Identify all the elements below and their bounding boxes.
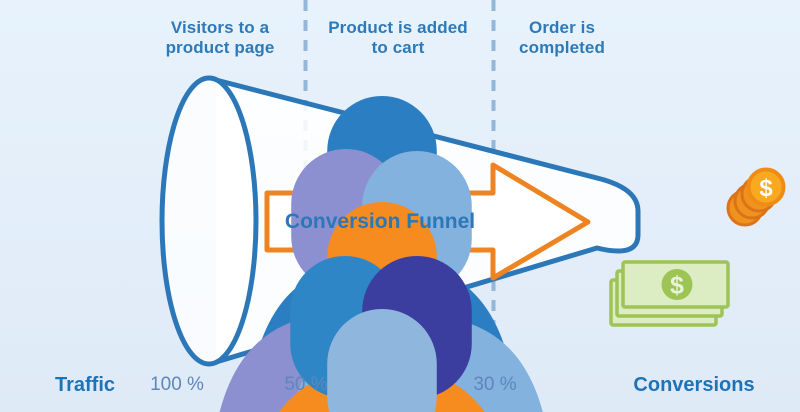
conversions-group: $ $: [609, 167, 786, 327]
arrow-label-box: Conversion Funnel: [267, 193, 493, 250]
stage-label-visitors: Visitors to a product page: [165, 18, 275, 57]
money-bills-icon: $: [609, 260, 730, 327]
coins-icon: $: [726, 167, 786, 227]
conversions-label: Conversions: [633, 374, 755, 396]
stage-label-order: Order is completed: [519, 18, 605, 57]
percent-label-30: 30 %: [473, 374, 517, 395]
funnel-mouth: [159, 75, 259, 367]
percent-label-50: 50 %: [284, 374, 328, 395]
bill-dollar-glyph: $: [670, 272, 684, 300]
percent-label-100: 100 %: [150, 374, 204, 395]
coin-dollar-glyph: $: [759, 175, 773, 202]
traffic-label: Traffic: [54, 374, 116, 396]
arrow-label: Conversion Funnel: [284, 209, 476, 233]
stage-label-cart: Product is added to cart: [328, 18, 468, 57]
